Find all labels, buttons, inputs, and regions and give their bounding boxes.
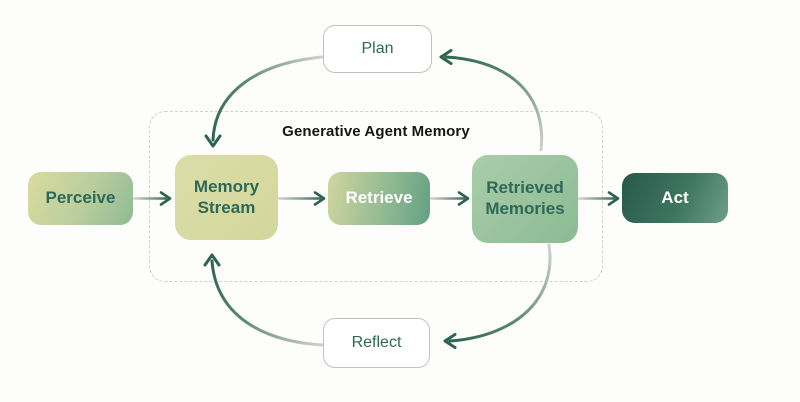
node-memory-stream-label: Memory Stream: [193, 176, 260, 217]
node-act-label: Act: [661, 187, 689, 207]
node-retrieved-memories: Retrieved Memories: [472, 155, 578, 243]
node-retrieved-memories-label: Retrieved Memories: [485, 178, 565, 218]
generative-agent-memory-frame: [149, 111, 603, 282]
node-reflect: Reflect: [323, 318, 430, 368]
node-plan: Plan: [323, 25, 432, 73]
node-perceive-label: Perceive: [45, 188, 116, 208]
node-act: Act: [622, 173, 728, 223]
node-reflect-label: Reflect: [351, 334, 402, 352]
node-perceive: Perceive: [28, 172, 133, 225]
node-plan-label: Plan: [361, 40, 394, 58]
node-retrieve-label: Retrieve: [345, 188, 413, 208]
node-retrieve: Retrieve: [328, 172, 430, 225]
frame-title: Generative Agent Memory: [282, 123, 470, 140]
node-memory-stream: Memory Stream: [175, 155, 278, 240]
